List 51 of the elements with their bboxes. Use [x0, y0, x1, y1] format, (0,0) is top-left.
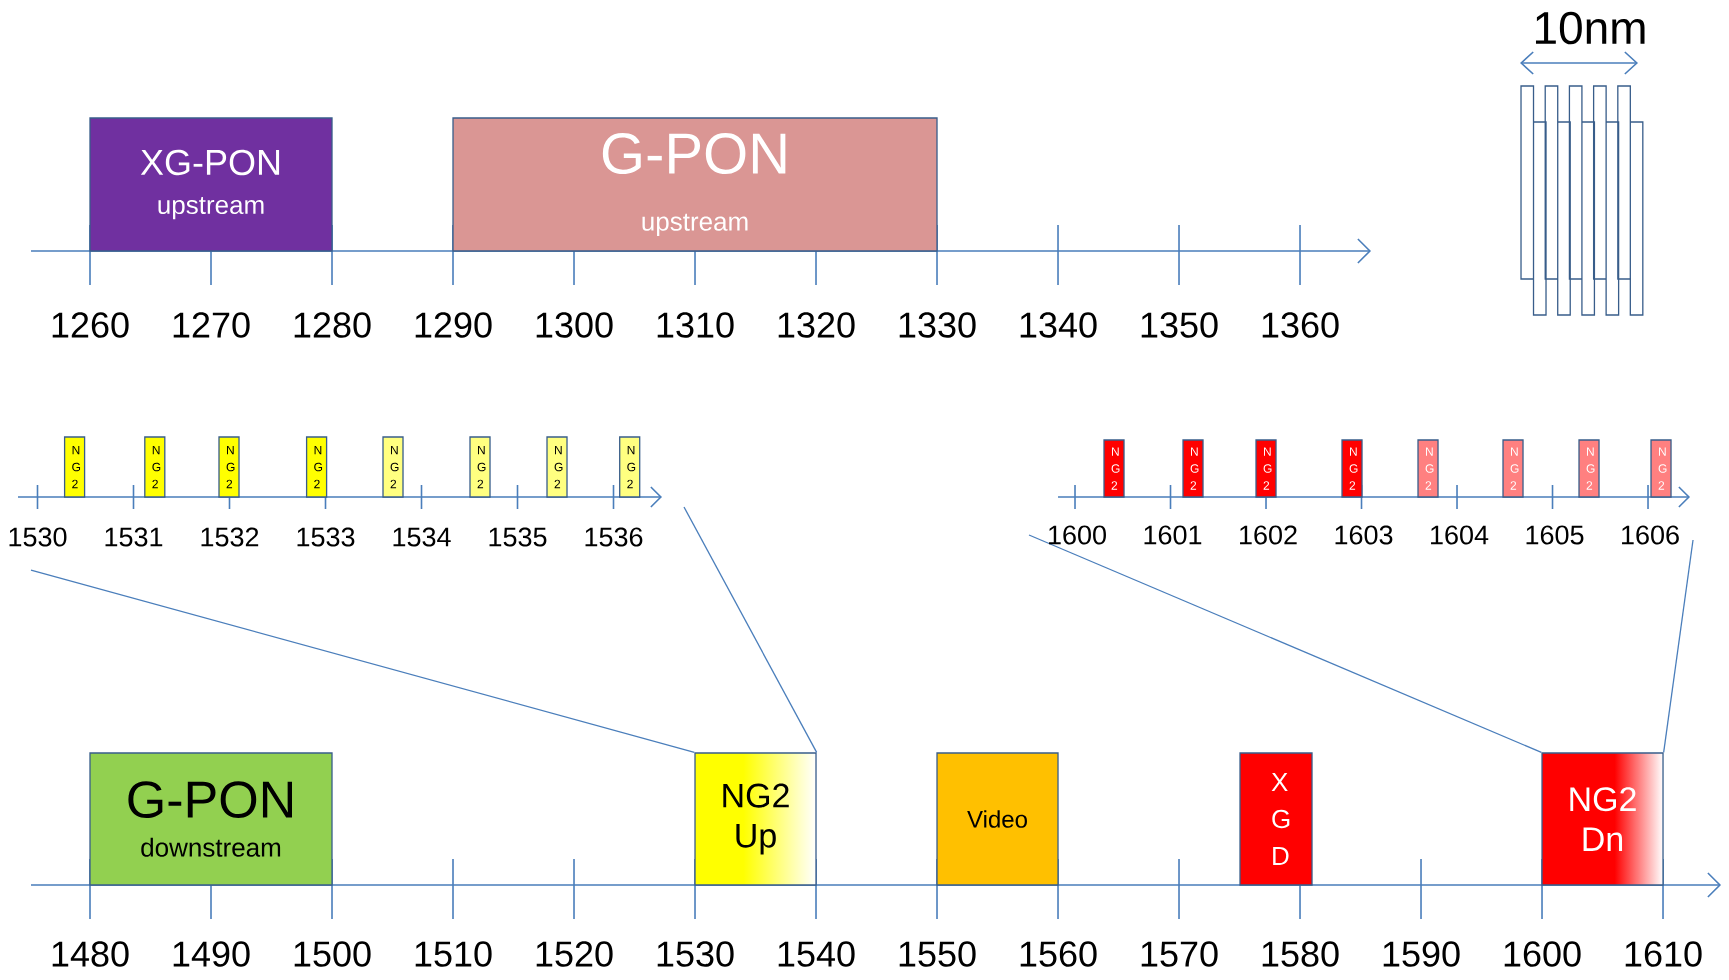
dimension-label: 10nm — [1536, 11, 1645, 45]
tick-label: 1530 — [9, 527, 67, 547]
tick-label: 1606 — [1622, 525, 1679, 545]
tick-label: 1533 — [297, 527, 355, 547]
channel-box: G-PON downstream — [89, 752, 333, 886]
tick-label: 1510 — [415, 941, 492, 967]
tick-label: 1260 — [52, 312, 129, 338]
tick-label: 1300 — [536, 312, 613, 338]
tick-label: 1604 — [1431, 525, 1489, 545]
leader-line — [30, 569, 695, 753]
tick-label: 1540 — [778, 941, 855, 967]
tick-label: 1280 — [294, 312, 371, 338]
tick-label: 1600 — [1504, 941, 1581, 967]
tick-label: 1610 — [1625, 941, 1702, 967]
tick-label: 1330 — [899, 312, 976, 338]
leader-line — [1663, 539, 1694, 753]
tick-label: 1520 — [536, 941, 613, 967]
tick-label: 1310 — [657, 312, 734, 338]
tick-label: 1580 — [1262, 941, 1339, 967]
tick-label: 1603 — [1335, 525, 1393, 545]
channel-box: NG2 Up — [694, 752, 817, 886]
tick-label: 1480 — [52, 941, 129, 967]
leader-line — [1028, 534, 1542, 753]
tick-label: 1536 — [585, 527, 643, 547]
channel-box: Video — [936, 752, 1059, 886]
tick-label: 1534 — [393, 527, 451, 547]
tick-label: 1340 — [1020, 312, 1097, 338]
leader-line — [683, 506, 818, 753]
tick-label: 1270 — [173, 312, 250, 338]
tick-label: 1490 — [173, 941, 250, 967]
channel-box: G-PON upstream — [452, 117, 938, 252]
tick-label: 1531 — [105, 527, 163, 547]
tick-label: 1550 — [899, 941, 976, 967]
tick-label: 1530 — [657, 941, 734, 967]
tick-label: 1590 — [1383, 941, 1460, 967]
tick-label: 1290 — [415, 312, 492, 338]
tick-label: 1360 — [1262, 312, 1339, 338]
tick-label: 1500 — [294, 941, 371, 967]
tick-label: 1560 — [1020, 941, 1097, 967]
tick-label: 1320 — [778, 312, 855, 338]
tick-label: 1605 — [1526, 525, 1584, 545]
tick-label: 1535 — [489, 527, 547, 547]
channel-box: NG2 Dn — [1541, 752, 1664, 886]
channel-box: X G D — [1239, 752, 1313, 886]
channel-box: XG-PON upstream — [89, 117, 333, 252]
tick-label: 1570 — [1141, 941, 1218, 967]
tick-label: 1601 — [1144, 525, 1202, 545]
tick-label: 1532 — [201, 527, 259, 547]
tick-label: 1600 — [1049, 525, 1106, 545]
tick-label: 1602 — [1240, 525, 1297, 545]
tick-label: 1350 — [1141, 312, 1218, 338]
